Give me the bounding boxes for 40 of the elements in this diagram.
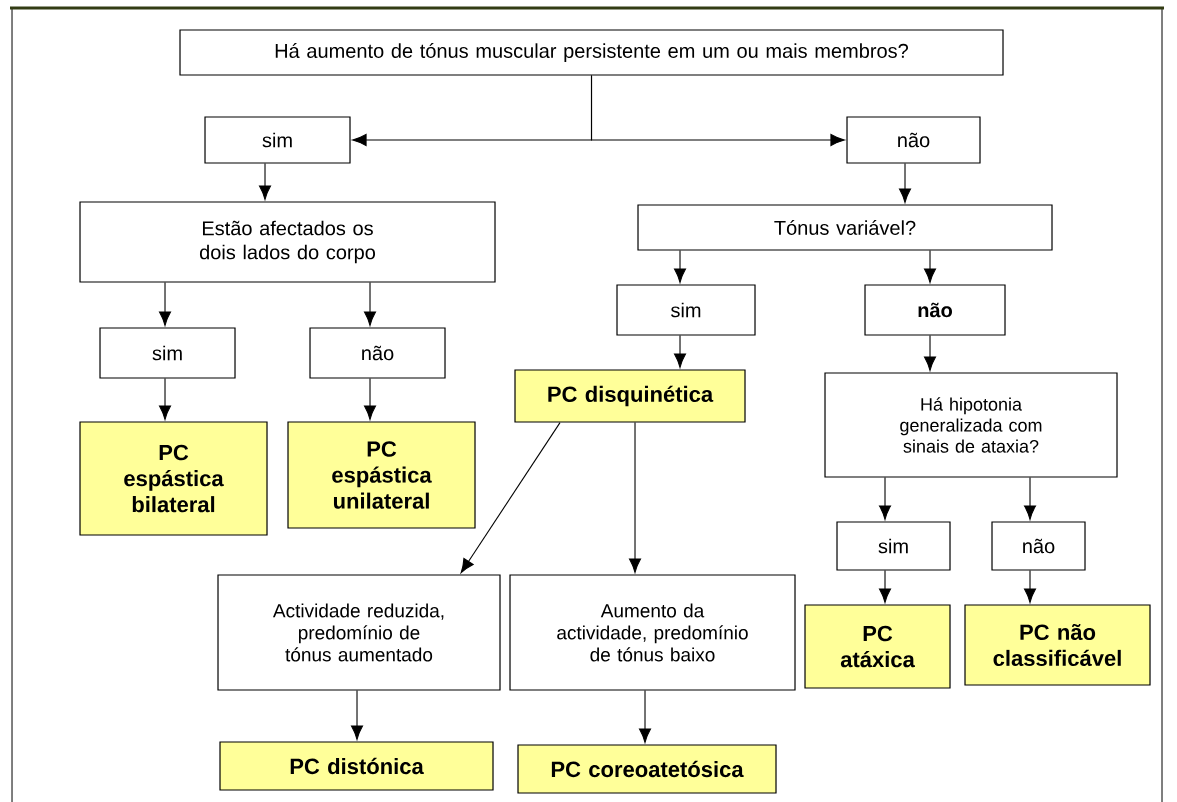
answer-box: não	[309, 327, 446, 379]
arrow	[878, 570, 892, 603]
arrow	[363, 282, 377, 326]
arrow	[1023, 570, 1037, 603]
answer-box: sim	[616, 284, 756, 336]
answer-box: sim	[204, 116, 351, 164]
result-box: PC disquinética	[514, 369, 746, 423]
arrow	[363, 378, 377, 420]
arrow	[673, 250, 687, 283]
arrow	[350, 690, 364, 740]
result-box: PC espástica bilateral	[79, 421, 268, 536]
answer-box: não	[864, 284, 1006, 336]
result-box: PC coreoatetósica	[517, 744, 777, 794]
arrow	[628, 422, 642, 573]
question-box: Estão afectados os dois lados do corpo	[79, 201, 496, 283]
arrow	[878, 477, 892, 520]
arrow	[673, 335, 687, 368]
answer-box: não	[846, 116, 981, 164]
question-box: Aumento da actividade, predomínio de tónus baixo	[509, 574, 796, 691]
arrow	[590, 75, 845, 147]
result-box: PC espástica unilateral	[287, 421, 476, 529]
question-box: Há hipotonia generalizada com sinais de ataxia?	[824, 372, 1118, 478]
question-box: Há aumento de tónus muscular persistente em um ou mais membros?	[179, 29, 1004, 76]
arrow	[638, 690, 652, 743]
result-box: PC não classificável	[964, 604, 1151, 686]
arrow	[923, 250, 937, 283]
arrow	[898, 163, 912, 203]
arrow	[158, 282, 172, 326]
question-box: Tónus variável?	[637, 204, 1053, 251]
question-box: Actividade reduzida, predomínio de tónus aumentado	[217, 574, 501, 691]
arrow	[460, 422, 561, 574]
arrow	[1023, 477, 1037, 520]
arrow	[923, 335, 937, 371]
answer-box: sim	[836, 521, 951, 571]
result-box: PC atáxica	[804, 604, 951, 689]
result-box: PC distónica	[219, 741, 494, 791]
answer-box: sim	[99, 327, 236, 379]
answer-box: não	[991, 521, 1086, 571]
arrow	[258, 163, 272, 200]
arrow	[158, 378, 172, 420]
